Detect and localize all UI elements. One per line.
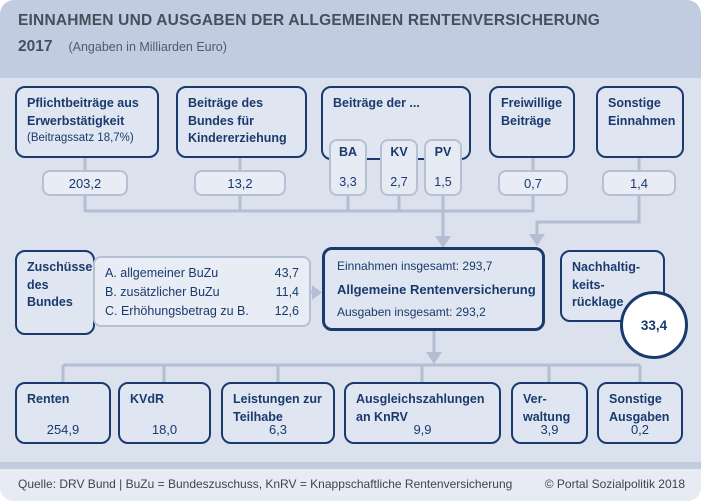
expense-total: Ausgaben insgesamt: 293,2 bbox=[337, 305, 530, 319]
subsidy-row: C. Erhöhungsbetrag zu B. 12,6 bbox=[105, 302, 299, 321]
expense-value: 0,2 bbox=[630, 422, 650, 437]
expense-box-renten: Renten 254,9 bbox=[15, 382, 111, 444]
expense-value: 3,9 bbox=[540, 422, 559, 437]
unit-note: (Angaben in Milliarden Euro) bbox=[68, 40, 227, 54]
box-label-line: Erwerbstätigkeit bbox=[27, 113, 125, 128]
title-year: 2017 bbox=[18, 38, 53, 55]
box-label-line: des bbox=[27, 277, 49, 292]
box-label-line: Bundes für bbox=[188, 113, 254, 128]
box-label-line: an KnRV bbox=[356, 409, 408, 424]
page-subtitle: 2017 (Angaben in Milliarden Euro) bbox=[18, 38, 227, 56]
subsidy-value: 12,6 bbox=[274, 304, 299, 318]
income-box-kindererziehung: Beiträge des Bundes für Kindererziehung bbox=[176, 86, 307, 158]
box-label-line: Beiträge bbox=[501, 113, 552, 128]
box-label-line: Leistungen zur bbox=[233, 392, 322, 406]
box-label-line: Bundes bbox=[27, 295, 73, 309]
box-label-line: Renten bbox=[27, 392, 70, 406]
sub-label: KV bbox=[390, 145, 408, 159]
expense-total-value: 293,2 bbox=[455, 305, 486, 319]
expense-value: 6,3 bbox=[268, 422, 288, 437]
source-note: Quelle: DRV Bund | BuZu = Bundeszuschuss… bbox=[18, 477, 513, 491]
expense-box-verwaltung: Ver- waltung 3,9 bbox=[511, 382, 588, 444]
subsidies-detail-box: A. allgemeiner BuZu 43,7 B. zusätzlicher… bbox=[93, 256, 311, 327]
sub-value: 2,7 bbox=[390, 175, 408, 189]
subsidy-row: A. allgemeiner BuZu 43,7 bbox=[105, 264, 299, 283]
sub-value: 3,3 bbox=[339, 175, 357, 189]
box-label-line: keits- bbox=[572, 277, 605, 292]
box-label-line: Ausgleichszahlungen bbox=[356, 392, 485, 406]
value-kindererziehung: 13,2 bbox=[194, 170, 286, 196]
box-label-line: Sonstige bbox=[609, 392, 662, 406]
box-label-line: KVdR bbox=[130, 392, 165, 406]
sub-box-ba: BA 3,3 bbox=[329, 139, 367, 196]
box-label-line: Freiwillige bbox=[501, 96, 563, 110]
expense-box-sonstige-ausgaben: Sonstige Ausgaben 0,2 bbox=[597, 382, 683, 444]
expense-value: 9,9 bbox=[413, 422, 432, 437]
expense-box-kvdr: KVdR 18,0 bbox=[118, 382, 211, 444]
value-freiwillige: 0,7 bbox=[498, 170, 568, 196]
subsidy-label: B. zusätzlicher BuZu bbox=[105, 285, 220, 299]
value-sonstige-einnahmen: 1,4 bbox=[602, 170, 676, 196]
sub-box-pv: PV 1,5 bbox=[424, 139, 462, 196]
box-label-line: rücklage bbox=[572, 295, 624, 309]
expense-value: 18,0 bbox=[151, 422, 178, 437]
income-total: Einnahmen insgesamt: 293,7 bbox=[337, 259, 530, 273]
income-box-sonstige-einnahmen: Sonstige Einnahmen bbox=[596, 86, 684, 158]
subsidies-box: Zuschüsse des Bundes bbox=[15, 250, 95, 335]
sub-box-kv: KV 2,7 bbox=[380, 139, 418, 196]
footer-background bbox=[0, 469, 701, 501]
expense-total-label: Ausgaben insgesamt: bbox=[337, 305, 453, 319]
sub-label: BA bbox=[338, 145, 358, 159]
subsidy-label: C. Erhöhungsbetrag zu B. bbox=[105, 304, 249, 318]
box-label-line: Beiträge des bbox=[188, 96, 264, 110]
box-label-line: Einnahmen bbox=[608, 113, 676, 128]
value-pflichtbeitraege: 203,2 bbox=[42, 170, 128, 196]
box-label-line: Pflichtbeiträge aus bbox=[27, 96, 139, 110]
subsidy-value: 43,7 bbox=[274, 266, 299, 280]
subsidy-label: A. allgemeiner BuZu bbox=[105, 266, 219, 280]
box-label-line: Ver- bbox=[523, 392, 547, 406]
income-total-label: Einnahmen insgesamt: bbox=[337, 259, 460, 273]
box-label-line: waltung bbox=[523, 409, 571, 424]
box-label-line: Teilhabe bbox=[233, 409, 283, 424]
subsidy-row: B. zusätzlicher BuZu 11,4 bbox=[105, 283, 299, 302]
sub-label: PV bbox=[434, 145, 452, 159]
box-label-line: Sonstige bbox=[608, 96, 661, 110]
copyright-note: © Portal Sozialpolitik 2018 bbox=[544, 477, 685, 491]
income-total-value: 293,7 bbox=[462, 259, 493, 273]
box-label-line: Kindererziehung bbox=[188, 131, 287, 145]
expense-box-teilhabe: Leistungen zur Teilhabe 6,3 bbox=[221, 382, 335, 444]
subsidy-value: 11,4 bbox=[275, 285, 299, 299]
reserve-value-circle: 33,4 bbox=[620, 291, 688, 359]
center-box-title: Allgemeine Rentenversicherung bbox=[337, 281, 536, 297]
contribution-rate-note: (Beitragssatz 18,7%) bbox=[27, 132, 134, 144]
page-title: EINNAHMEN UND AUSGABEN DER ALLGEMEINEN R… bbox=[18, 12, 601, 29]
income-box-pflichtbeitraege: Pflichtbeiträge aus Erwerbstätigkeit (Be… bbox=[15, 86, 159, 158]
center-box-rentenversicherung: Einnahmen insgesamt: 293,7 Allgemeine Re… bbox=[322, 247, 545, 331]
box-label-line: Beiträge der ... bbox=[333, 96, 420, 110]
income-box-freiwillige: Freiwillige Beiträge bbox=[489, 86, 575, 158]
box-label-line: Ausgaben bbox=[609, 409, 670, 424]
expense-value: 254,9 bbox=[46, 422, 80, 437]
expense-box-knrv: Ausgleichszahlungen an KnRV 9,9 bbox=[344, 382, 501, 444]
box-label-line: Nachhaltig- bbox=[572, 260, 641, 274]
box-label-line: Zuschüsse bbox=[27, 260, 93, 274]
sub-value: 1,5 bbox=[434, 175, 452, 189]
